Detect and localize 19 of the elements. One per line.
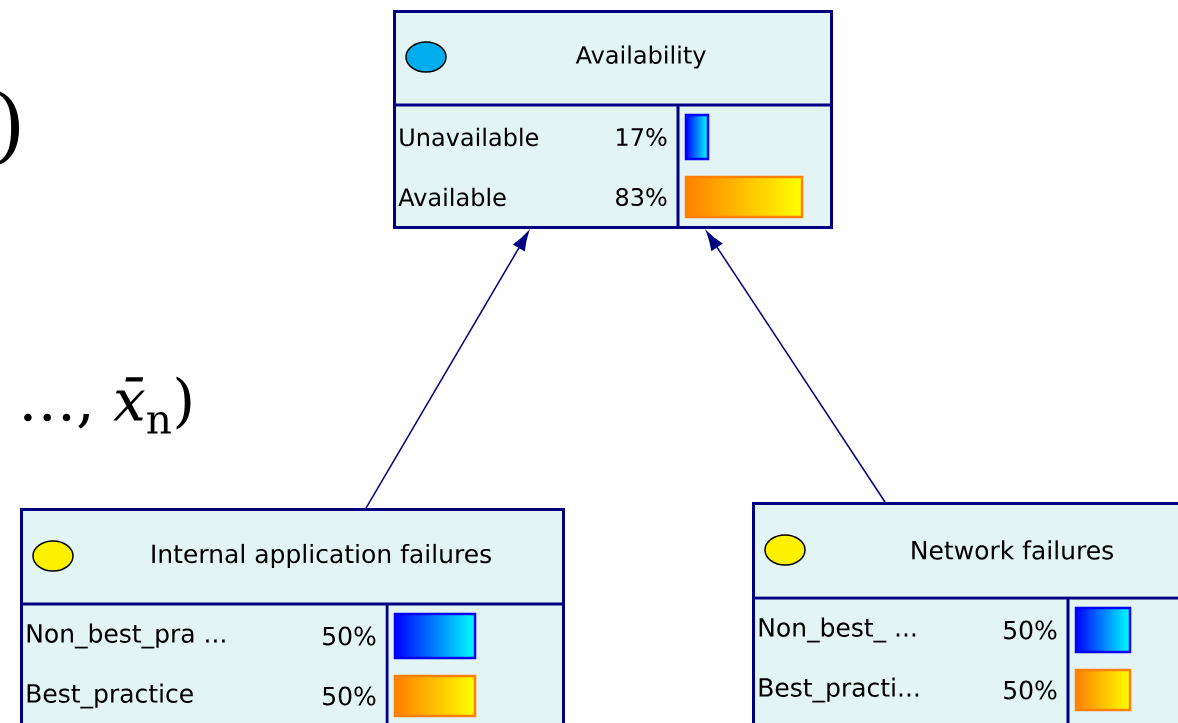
arrow [365, 231, 529, 509]
formula-fragment: …, x̄$_{n}$) [24, 376, 191, 434]
arrow [706, 231, 886, 503]
formula-fragment: ) [0, 91, 20, 165]
probability-value: 17% [617, 127, 667, 147]
state-label: Unavailable [400, 127, 539, 147]
state-label: Best_practi... [759, 677, 919, 703]
state-label: Non_best_pra ... [27, 623, 225, 649]
node-title: Availability [575, 45, 706, 69]
state-label: Available [398, 187, 506, 207]
node-title: Network failures [912, 540, 1113, 560]
probability-value: 50% [323, 626, 376, 646]
state-label: Non_best_ ... [759, 617, 916, 643]
node-title: Internal application failures [152, 543, 491, 569]
state-label: Best_practice [27, 683, 193, 709]
probability-value: 50% [1004, 620, 1057, 640]
probability-value: 50% [323, 686, 376, 706]
probability-value: 50% [1004, 680, 1057, 700]
probability-value: 83% [616, 187, 667, 207]
